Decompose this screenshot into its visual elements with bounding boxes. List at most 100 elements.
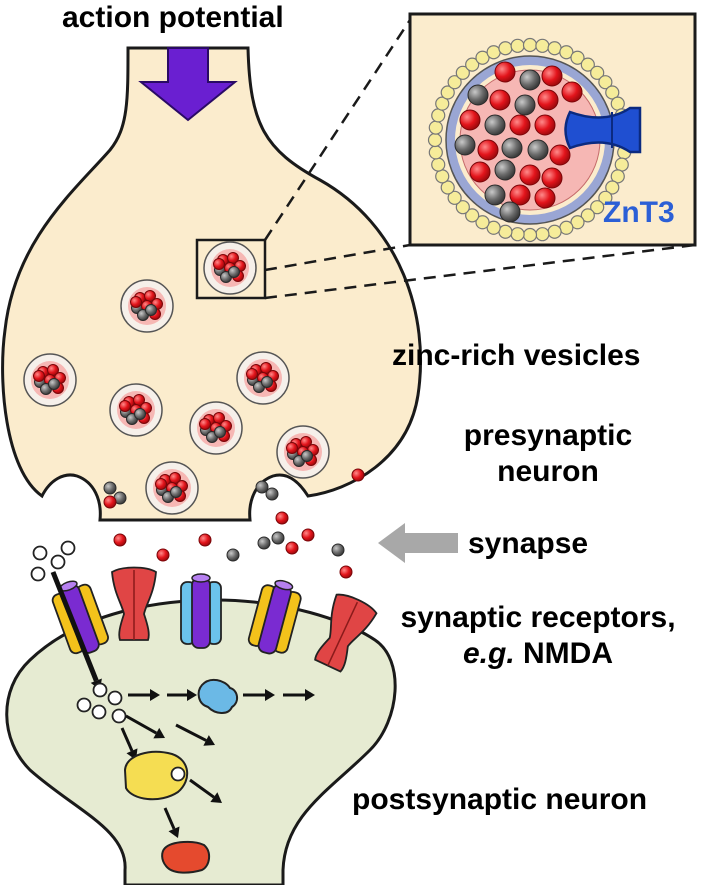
zinc-ion xyxy=(541,65,563,87)
grey-ion xyxy=(301,450,313,462)
lipid-head xyxy=(580,208,595,223)
ion-channel-icon xyxy=(51,580,109,655)
calcium-ion xyxy=(32,545,48,561)
cascade-arrow xyxy=(175,723,215,746)
zinc-rich-vesicle xyxy=(145,461,199,515)
ion-channel-icon xyxy=(247,579,302,655)
label-presynaptic-neuron: presynaptic neuron xyxy=(430,418,666,490)
label-znt3: ZnT3 xyxy=(603,196,675,229)
lipid-head xyxy=(440,180,455,195)
arrow-down-icon xyxy=(138,47,238,122)
lipid-head xyxy=(498,224,513,239)
grey-ion xyxy=(519,69,541,91)
grey-ion xyxy=(145,304,157,316)
lipid-head xyxy=(547,41,562,56)
calcium-ion xyxy=(92,682,108,698)
zinc-ion xyxy=(33,370,45,382)
lipid-head xyxy=(610,169,625,184)
zinc-ion xyxy=(130,296,142,308)
zinc-ion xyxy=(286,442,298,454)
lipid-head xyxy=(455,65,470,80)
grey-ion xyxy=(226,548,240,562)
released-zinc-ions xyxy=(103,468,365,579)
lipid-head xyxy=(431,108,446,123)
calcium-ion xyxy=(170,766,186,782)
cascade-arrow xyxy=(167,689,197,701)
grey-ion xyxy=(261,376,273,388)
cascade-arrow xyxy=(163,807,180,838)
calcium-ion xyxy=(91,704,107,720)
label-receptors-nmda: NMDA xyxy=(523,637,614,670)
zinc-rich-vesicle xyxy=(203,241,257,295)
cascade-arrow xyxy=(128,689,160,701)
zinc-ion xyxy=(156,548,170,562)
label-postsynaptic-neuron: postsynaptic neuron xyxy=(352,783,648,816)
zinc-ion xyxy=(509,114,531,136)
lipid-head xyxy=(580,57,595,72)
grey-ion xyxy=(527,139,549,161)
grey-ion xyxy=(214,426,226,438)
lipid-head xyxy=(570,215,585,230)
zinc-ion xyxy=(301,528,315,542)
zinc-ion xyxy=(213,258,225,270)
ion-channel-icon xyxy=(314,593,378,673)
lipid-head xyxy=(428,145,443,160)
lipid-head xyxy=(559,45,574,60)
lipid-head xyxy=(598,190,613,205)
label-presynaptic-line2: neuron xyxy=(497,455,599,488)
ion-channel-icon xyxy=(111,566,157,641)
signaling-cascade xyxy=(30,540,315,874)
grey-ion xyxy=(454,134,476,156)
grey-ion xyxy=(134,408,146,420)
zinc-ion xyxy=(459,109,481,131)
zinc-ion xyxy=(534,114,556,136)
grey-ion xyxy=(467,84,489,106)
lipid-head xyxy=(465,208,480,223)
grey-ion xyxy=(514,94,536,116)
zinc-ion xyxy=(103,495,117,509)
lipid-head xyxy=(570,50,585,65)
label-receptors-line1: synaptic receptors, xyxy=(400,601,676,634)
calcium-ion xyxy=(111,708,127,724)
znt3-transporter-icon xyxy=(564,106,642,154)
grey-ion xyxy=(265,487,279,501)
lipid-head xyxy=(590,65,605,80)
zinc-ion xyxy=(537,89,559,111)
calcium-ion xyxy=(50,554,66,570)
zinc-ion xyxy=(534,187,556,209)
lipid-head xyxy=(559,220,574,235)
label-presynaptic-line1: presynaptic xyxy=(463,419,633,452)
label-synaptic-receptors: synaptic receptors, e.g. NMDA xyxy=(372,600,704,672)
zinc-ion xyxy=(113,533,127,547)
zinc-ion xyxy=(509,184,531,206)
zinc-rich-vesicle xyxy=(276,425,330,479)
zinc-ion xyxy=(199,418,211,430)
synaptic-receptors xyxy=(51,566,378,673)
grey-ion xyxy=(499,201,521,223)
lipid-head xyxy=(455,200,470,215)
label-receptors-eg: e.g. xyxy=(462,637,515,670)
grey-ion xyxy=(255,480,269,494)
label-action-potential: action potential xyxy=(62,1,284,34)
lipid-head xyxy=(447,75,462,90)
signaling-product-red xyxy=(161,840,210,874)
zinc-ion xyxy=(339,565,353,579)
grey-ion xyxy=(484,184,506,206)
zinc-rich-vesicle xyxy=(23,353,77,407)
zinc-ion xyxy=(469,161,491,183)
zinc-rich-vesicle xyxy=(120,279,174,333)
lipid-head xyxy=(610,96,625,111)
lipid-head xyxy=(614,157,629,172)
lipid-head xyxy=(547,224,562,239)
lipid-head xyxy=(510,38,525,53)
zinc-ion xyxy=(351,468,365,482)
grey-ion xyxy=(103,481,117,495)
lipid-head xyxy=(475,50,490,65)
lipid-head xyxy=(522,37,538,53)
lipid-head xyxy=(510,227,525,242)
zinc-ion xyxy=(119,400,131,412)
zinc-ion xyxy=(285,541,299,555)
zinc-rich-vesicle xyxy=(109,383,163,437)
zinc-ion xyxy=(489,89,511,111)
